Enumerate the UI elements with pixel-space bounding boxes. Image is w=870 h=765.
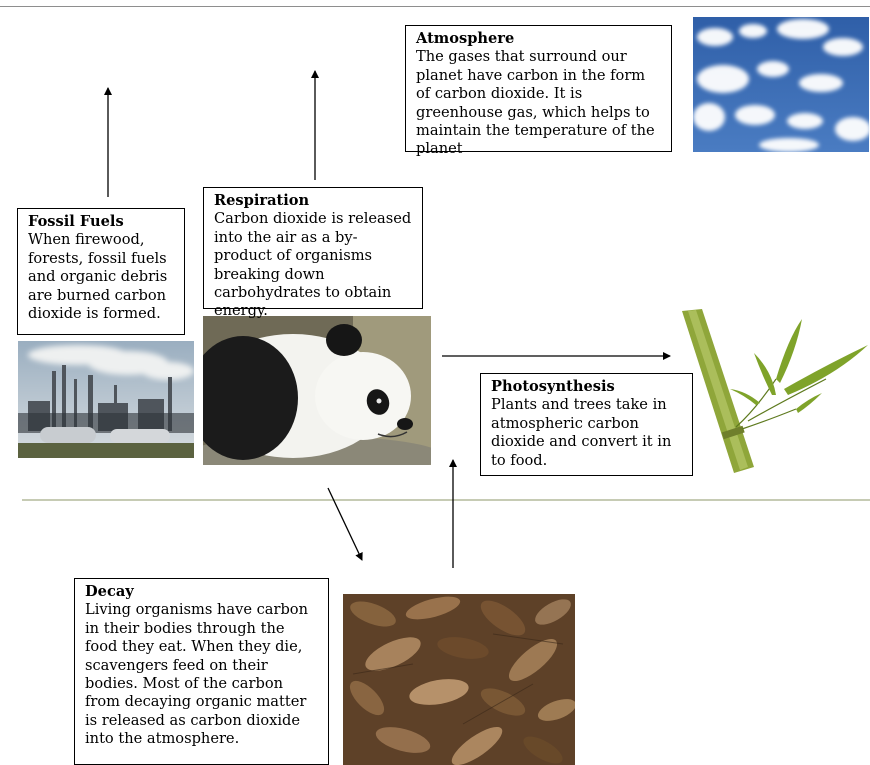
photosynthesis-body: Plants and trees take in atmospheric car… (491, 396, 672, 469)
atmosphere-title: Atmosphere (416, 30, 515, 47)
sky-image (693, 17, 869, 152)
decay-box: Decay Living organisms have carbon in th… (74, 578, 329, 765)
respiration-body: Carbon dioxide is released into the air … (214, 210, 412, 320)
panda-image (203, 316, 431, 465)
leaf-litter-image (343, 594, 575, 765)
fossil-fuels-body: When firewood, forests, fossil fuels and… (28, 231, 168, 323)
factory-image (18, 341, 194, 458)
atmosphere-body: The gases that surround our planet have … (416, 48, 655, 158)
arrow-to-decay (327, 487, 363, 561)
top-divider (0, 6, 870, 7)
photosynthesis-box: Photosynthesis Plants and trees take in … (480, 373, 693, 476)
atmosphere-box: Atmosphere The gases that surround our p… (405, 25, 672, 157)
decay-body: Living organisms have carbon in their bo… (85, 601, 308, 748)
ground-divider (22, 499, 870, 501)
respiration-title: Respiration (214, 192, 310, 209)
fossil-fuels-box: Fossil Fuels When firewood, forests, fos… (17, 208, 185, 335)
fossil-fuels-title: Fossil Fuels (28, 213, 124, 230)
respiration-box: Respiration Carbon dioxide is released i… (203, 187, 423, 319)
bamboo-image (676, 309, 870, 474)
photosynthesis-title: Photosynthesis (491, 378, 615, 395)
decay-title: Decay (85, 583, 134, 600)
